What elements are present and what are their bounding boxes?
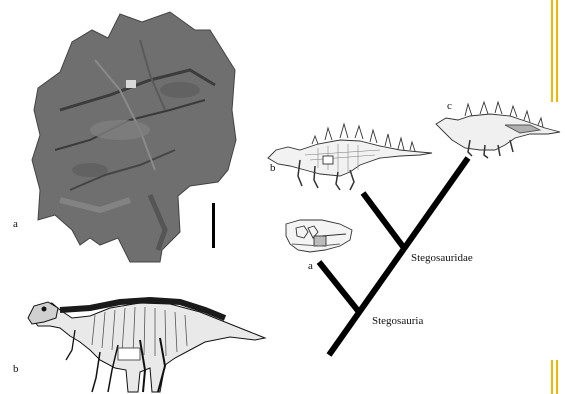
stegosaur-skeleton-b <box>268 124 432 190</box>
accent-bar-bottom-2 <box>556 360 558 394</box>
panel-label-a-right: a <box>308 261 313 272</box>
scale-bar <box>212 203 215 248</box>
panel-label-b-left: b <box>13 364 19 375</box>
clade-label-stegosauridae: Stegosauridae <box>411 253 473 264</box>
tree-branch-b <box>363 193 404 248</box>
panel-label-a-left: a <box>13 219 18 230</box>
skull-drawing <box>286 220 352 252</box>
accent-bar-bottom-1 <box>551 360 553 394</box>
fossil-slab-photo <box>32 12 236 262</box>
panel-label-c-right: c <box>447 101 452 112</box>
panel-label-b-right: b <box>270 163 276 174</box>
ornithopod-skeleton-reconstruction <box>28 300 265 392</box>
stegosaur-skeleton-c <box>436 102 560 158</box>
accent-bar-top-1 <box>551 0 553 102</box>
clade-label-stegosauria: Stegosauria <box>372 316 423 327</box>
tree-branch-a <box>319 262 359 312</box>
accent-bar-top-2 <box>556 0 558 102</box>
